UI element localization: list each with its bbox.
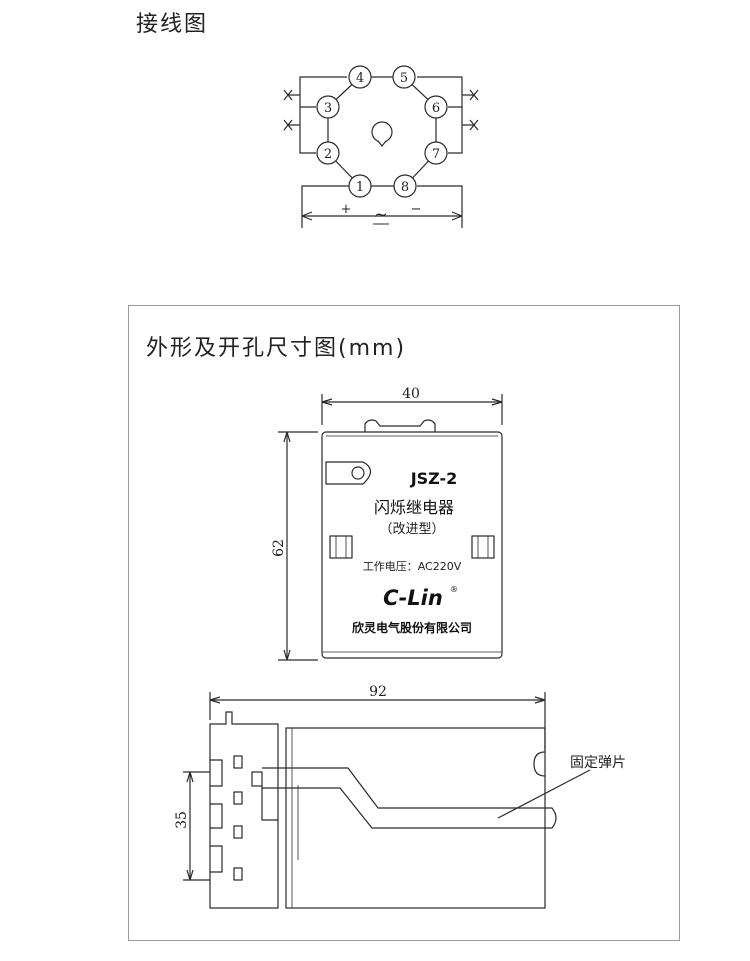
pin-6-label: 6 — [432, 101, 440, 116]
center-key-notch — [377, 140, 387, 147]
pin-6-circle — [424, 95, 448, 119]
right-side-clip — [471, 535, 495, 559]
socket-slot-4 — [233, 867, 243, 881]
pin-2-circle — [316, 141, 340, 165]
device-name: 闪烁继电器 — [374, 498, 454, 517]
height-dimension-line — [278, 431, 318, 661]
socket-slot-1 — [233, 755, 243, 769]
center-key-hole — [371, 121, 393, 143]
rail-height-dimension-line — [183, 771, 210, 881]
rail-height-arrows — [186, 771, 194, 881]
supply-lead-left — [301, 185, 349, 228]
pin-5-label: 5 — [400, 71, 408, 86]
pin-4-circle — [348, 65, 372, 89]
width-arrows — [321, 398, 503, 406]
minus-sign: − — [411, 202, 422, 217]
fixing-spring — [262, 767, 557, 829]
pin-7-circle — [424, 141, 448, 165]
company-name: 欣灵电气股份有限公司 — [352, 620, 472, 635]
socket-base-outline — [209, 711, 279, 909]
arrow-left — [301, 211, 313, 221]
device-voltage: 工作电压：AC220V — [363, 560, 462, 573]
side-bump — [533, 751, 546, 777]
fixing-spring-label: 固定弹片 — [570, 755, 626, 771]
mounting-tab-hole — [351, 466, 365, 480]
pin-1-circle — [348, 174, 372, 198]
rail-height-dimension-label: 35 — [174, 811, 190, 829]
arrow-right — [451, 211, 463, 221]
front-view — [278, 394, 503, 661]
right-contact-symbol-bottom — [469, 119, 479, 131]
top-clip — [364, 419, 436, 432]
right-contact-symbol-top — [469, 89, 479, 101]
height-arrows — [283, 431, 291, 661]
pin-labels: 1 2 3 4 5 6 7 8 — [324, 71, 440, 195]
length-arrows — [209, 696, 546, 704]
wiring-diagram — [283, 76, 479, 228]
width-dimension-line — [321, 394, 503, 425]
socket-slot-3 — [233, 825, 243, 839]
ac-symbol: ~ — [374, 205, 387, 224]
plus-sign: + — [341, 202, 352, 217]
pin-3-label: 3 — [324, 101, 332, 116]
pin-2-label: 2 — [324, 147, 332, 162]
pin-8-label: 8 — [401, 180, 409, 195]
spring-leader-line — [497, 769, 591, 819]
brand-logo: C-Lin — [383, 586, 443, 610]
relay-front-body — [321, 431, 503, 659]
length-dimension-line — [209, 692, 546, 750]
pin-3-circle — [316, 95, 340, 119]
socket-rail-teeth — [210, 759, 223, 873]
wiring-diagram-title: 接线图 — [136, 12, 209, 37]
device-model: JSZ-2 — [410, 469, 458, 488]
side-view — [183, 692, 591, 909]
brand-registered-mark: ® — [450, 585, 458, 594]
pin-5-circle — [392, 65, 416, 89]
pin-4-label: 4 — [356, 71, 364, 86]
left-contact-wiring — [288, 76, 347, 154]
pin-ring — [327, 76, 437, 187]
socket-slot-5 — [251, 771, 263, 787]
relay-side-body — [285, 727, 546, 909]
dimension-diagram-title: 外形及开孔尺寸图(mm) — [146, 336, 407, 361]
device-subtitle: （改进型） — [379, 522, 444, 537]
mounting-tab — [325, 461, 372, 485]
left-side-clip — [329, 535, 353, 559]
dimension-panel-frame — [128, 305, 680, 941]
height-dimension-label: 62 — [271, 539, 287, 557]
width-dimension-label: 40 — [402, 386, 420, 402]
right-contact-wiring — [417, 76, 474, 154]
left-contact-symbol-bottom — [283, 119, 293, 131]
pin-circles — [316, 65, 448, 198]
pin-1-label: 1 — [356, 180, 364, 195]
supply-lead-right — [417, 185, 463, 228]
length-dimension-label: 92 — [369, 684, 387, 700]
pin-7-label: 7 — [432, 147, 440, 162]
left-contact-symbol-top — [283, 89, 293, 101]
socket-step — [261, 786, 278, 821]
socket-slot-2 — [233, 791, 243, 805]
pin-8-circle — [393, 174, 417, 198]
